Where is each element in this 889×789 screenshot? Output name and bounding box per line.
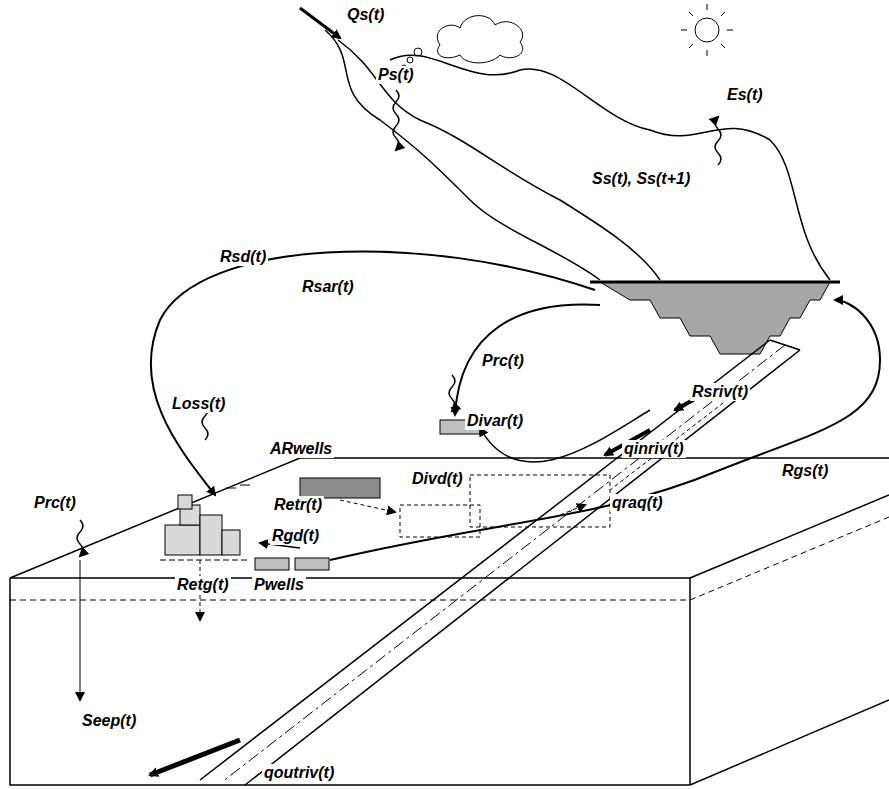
- well-label: Pwells: [252, 576, 306, 594]
- release-label: Rsd(t): [218, 248, 268, 266]
- precip-label: Prc(t): [32, 494, 78, 512]
- evap-label: Es(t): [725, 86, 765, 104]
- exchange-label: qraq(t): [610, 494, 665, 512]
- inflow-label: Qs(t): [345, 6, 386, 24]
- seepage-label: Seep(t): [80, 712, 138, 730]
- return-label: Retr(t): [272, 496, 324, 514]
- return-label: Retg(t): [175, 576, 231, 594]
- loss-label: Loss(t): [170, 395, 227, 413]
- well-label: ARwells: [268, 440, 334, 458]
- release-label: Rsriv(t): [690, 383, 750, 401]
- release-label: Rgs(t): [780, 462, 830, 480]
- release-label: Rgd(t): [270, 527, 321, 545]
- diversion-label: Divd(t): [410, 470, 465, 488]
- precip-label: Prc(t): [480, 352, 526, 370]
- release-label: Rsar(t): [300, 278, 356, 296]
- flow-label: qoutriv(t): [262, 764, 336, 782]
- precip-label: Ps(t): [376, 66, 416, 84]
- storage-label: Ss(t), Ss(t+1): [590, 170, 692, 188]
- diversion-label: Divar(t): [465, 412, 525, 430]
- flow-label: qinriv(t): [622, 440, 686, 458]
